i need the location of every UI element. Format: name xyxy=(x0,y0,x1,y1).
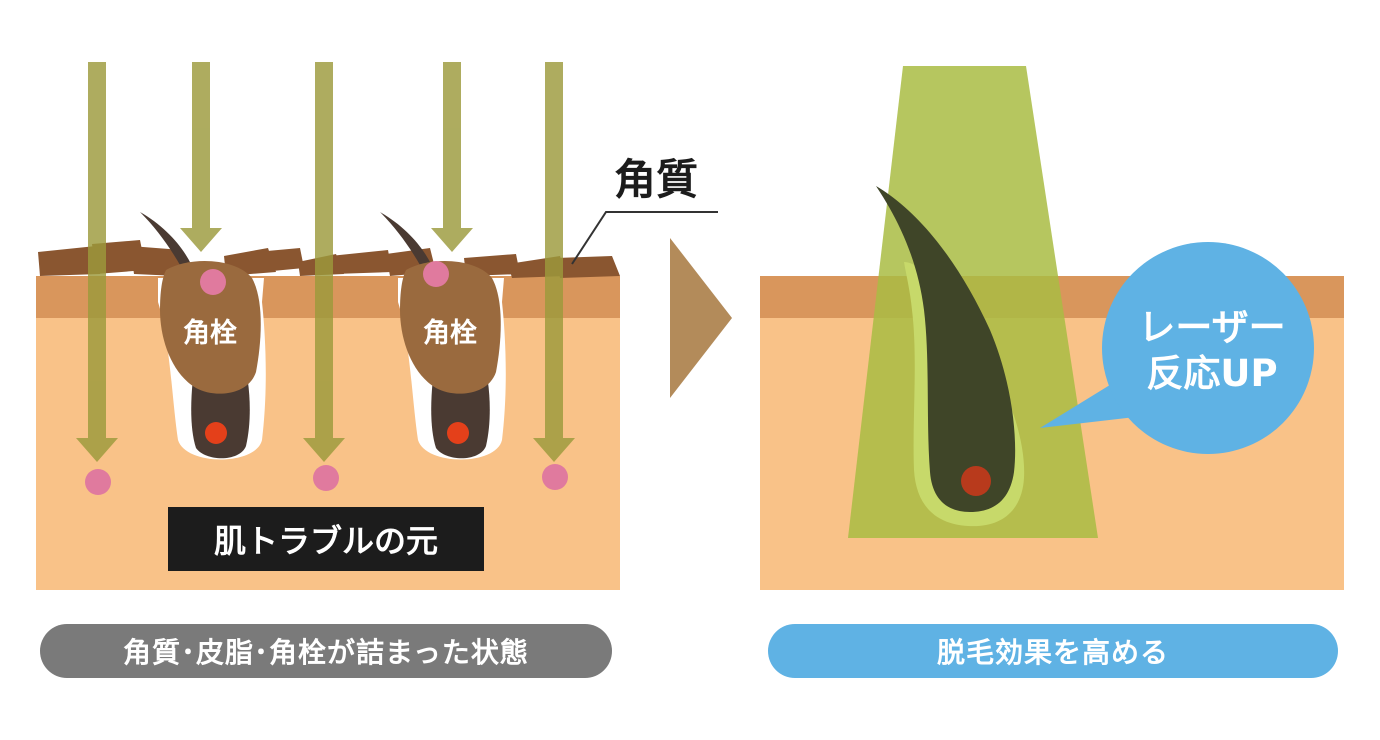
laser-arrow-short-2 xyxy=(431,62,473,252)
sebum-dot-3 xyxy=(85,469,111,495)
hair-tip-2 xyxy=(380,212,436,280)
bubble-text-line2: 反応UP xyxy=(1146,352,1277,395)
plug-2 xyxy=(400,260,501,394)
plug-1 xyxy=(160,260,261,394)
bubble-text-line1: レーザー xyxy=(1138,306,1285,349)
left-caption: 角質･皮脂･角栓が詰まった状態 xyxy=(40,624,612,678)
laser-arrow-long-1 xyxy=(76,62,118,462)
plug-label-2: 角栓 xyxy=(423,317,477,349)
keratin-callout-line xyxy=(571,211,718,265)
pigment-dot-2 xyxy=(447,422,469,444)
sebum-dot-4 xyxy=(313,465,339,491)
right-caption: 脱毛効果を高める xyxy=(768,624,1338,678)
plug-label-1: 角栓 xyxy=(183,317,237,349)
keratin-label: 角質 xyxy=(614,155,698,204)
sebum-dot-1 xyxy=(200,269,226,295)
hair-root-2 xyxy=(431,370,490,459)
skin-trouble-label: 肌トラブルの元 xyxy=(168,507,484,571)
hair-tip-1 xyxy=(140,212,196,280)
transition-arrow-icon xyxy=(670,238,732,398)
right-pigment-dot xyxy=(961,466,991,496)
laser-arrows xyxy=(76,62,575,462)
laser-arrow-long-3 xyxy=(533,62,575,462)
sebum-dot-5 xyxy=(542,464,568,490)
pigment-dot-1 xyxy=(205,422,227,444)
laser-arrow-short-1 xyxy=(180,62,222,252)
reaction-bubble xyxy=(1102,242,1314,454)
sebum-dot-2 xyxy=(423,261,449,287)
right-panel: レーザー 反応UP xyxy=(760,66,1344,590)
laser-arrow-long-2 xyxy=(303,62,345,462)
left-panel: 角栓 角栓 角質 xyxy=(36,62,718,590)
right-hair xyxy=(876,186,1016,512)
